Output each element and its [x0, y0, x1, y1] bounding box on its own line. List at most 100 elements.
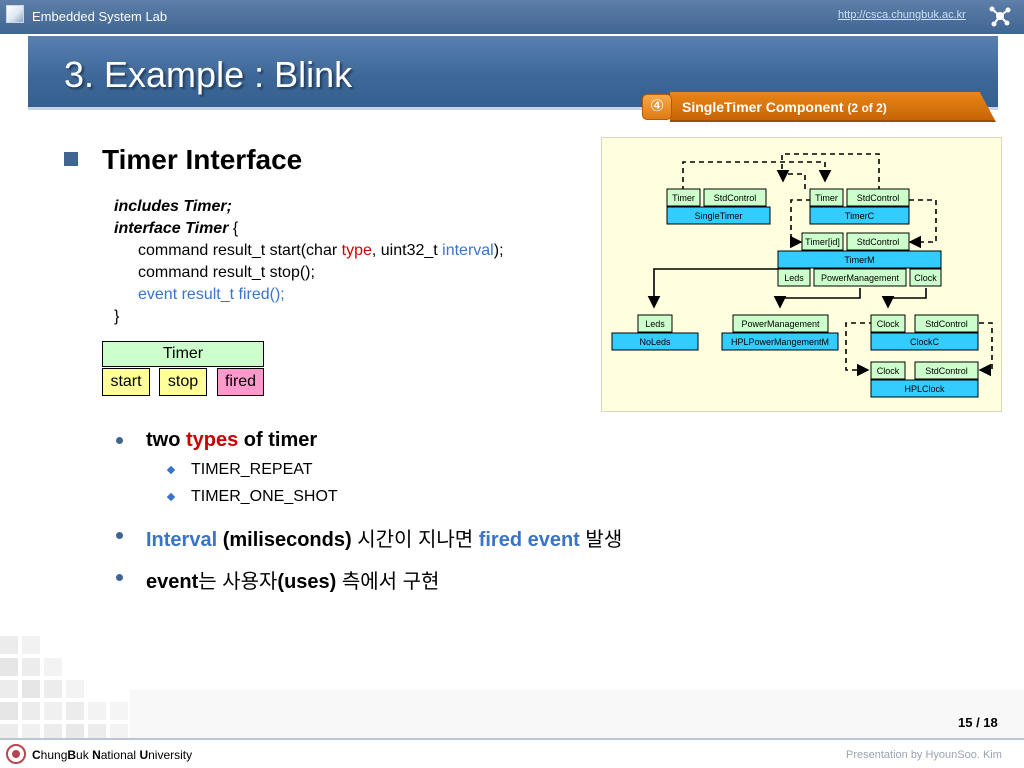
uni-b: B — [67, 748, 77, 762]
component-wiring-svg: Timer StdControl SingleTimer Timer StdCo… — [611, 153, 993, 398]
code-line-5: event result_t fired(); — [138, 286, 285, 303]
bullet-dot-icon — [116, 532, 123, 539]
hplpower-component: HPLPowerMangementM — [731, 337, 829, 347]
slide-title: 3. Example : Blink — [64, 54, 353, 95]
code-interface-keyword: interface Timer — [114, 220, 229, 237]
code-interval-param: interval — [442, 242, 494, 259]
timerm-component: TimerM — [844, 255, 874, 265]
footer-divider — [0, 738, 1024, 740]
noleds-leds-port: Leds — [645, 319, 665, 329]
wire-power — [773, 288, 861, 309]
bullet-dot-icon — [116, 574, 123, 581]
wire-clockc-stdcontrol — [978, 322, 993, 377]
b3-event: event — [146, 571, 199, 593]
wire-stdcontrol-top — [781, 153, 880, 189]
sub-bullet-repeat: TIMER_REPEAT — [191, 461, 313, 478]
sub-bullet-one-shot: TIMER_ONE_SHOT — [191, 488, 338, 505]
uni-n: N — [92, 748, 101, 762]
b1-text-b: of timer — [238, 429, 318, 451]
code-line-4: command result_t stop(); — [138, 264, 315, 281]
hplclock-clock-port: Clock — [877, 366, 900, 376]
timer-interface-header: Timer — [102, 341, 264, 367]
noleds-component: NoLeds — [639, 337, 671, 347]
section-heading: Timer Interface — [102, 144, 303, 175]
clockc-component: ClockC — [910, 337, 940, 347]
title-band: 3. Example : Blink — [28, 36, 998, 110]
wire-clock — [881, 288, 927, 309]
uni-niversity: niversity — [148, 748, 193, 762]
background-mosaic — [0, 636, 1024, 738]
uni-c: C — [32, 748, 41, 762]
presenter-credit: Presentation by HyounSoo. Kim — [846, 749, 1002, 761]
b3-ko: 는 사용자 — [198, 571, 278, 593]
subtitle-part: (2 of 2) — [847, 101, 887, 115]
diamond-bullet-icon — [166, 492, 176, 502]
bullet-timer-types: two types of timer — [146, 429, 317, 452]
timerm-clock-port: Clock — [914, 273, 937, 283]
b1-text-a: two — [146, 429, 186, 451]
lab-logo-icon — [6, 5, 24, 23]
wire-leds — [647, 268, 778, 309]
code-line-3: command result_t start(char type, uint32… — [114, 240, 504, 262]
code-brace-open: { — [228, 220, 239, 237]
interface-code: includes Timer; interface Timer { comman… — [114, 196, 504, 328]
timerc-timer-port: Timer — [815, 193, 838, 203]
b3-uses: (uses) — [277, 571, 337, 593]
clockc-stdcontrol-port: StdControl — [925, 319, 968, 329]
timerc-stdcontrol-port: StdControl — [857, 193, 900, 203]
hplclock-stdcontrol-port: StdControl — [925, 366, 968, 376]
hplpower-power-port: PowerManagement — [741, 319, 820, 329]
timer-fired-event: fired — [217, 368, 264, 396]
uni-ational: ational — [100, 748, 140, 762]
university-seal-icon — [6, 744, 26, 764]
timerm-leds-port: Leds — [784, 273, 804, 283]
university-name: ChungBuk National University — [32, 748, 192, 762]
singletimer-timer-port: Timer — [672, 193, 695, 203]
code-line-2: interface Timer { — [114, 218, 504, 240]
clockc-clock-port: Clock — [877, 319, 900, 329]
b2-interval: Interval — [146, 529, 218, 551]
hplclock-component: HPLClock — [904, 384, 945, 394]
subtitle-tab: ④ SingleTimer Component (2 of 2) — [640, 90, 1002, 124]
code-start-c: ); — [493, 242, 504, 259]
code-line-6: } — [114, 308, 120, 325]
wire-clockc-clock — [845, 322, 874, 377]
timer-start-command: start — [102, 368, 150, 396]
code-start-b: , uint32_t — [371, 242, 443, 259]
page-number: 15 / 18 — [958, 715, 998, 730]
lab-url-link[interactable]: http://csca.chungbuk.ac.kr — [838, 9, 966, 21]
bullet-interval: Interval (miliseconds) 시간이 지나면 fired eve… — [146, 523, 622, 552]
code-type-param: type — [341, 242, 372, 259]
uni-uk: uk — [76, 748, 93, 762]
b1-types: types — [186, 429, 239, 451]
code-line-1: includes Timer; — [114, 198, 232, 215]
subtitle-main: SingleTimer Component — [682, 99, 844, 115]
timerc-component: TimerC — [845, 211, 875, 221]
timer-stop-command: stop — [159, 368, 207, 396]
subtitle-text: SingleTimer Component (2 of 2) — [682, 99, 887, 115]
timerm-timerid-port: Timer[id] — [805, 237, 840, 247]
b2-ko2: 발생 — [579, 529, 623, 551]
code-start-a: command result_t start(char — [138, 242, 342, 259]
bullet-dot-icon — [116, 437, 123, 444]
top-bar: Embedded System Lab http://csca.chungbuk… — [0, 0, 1024, 34]
wire-stdcontrol-single — [776, 169, 806, 189]
uni-u: U — [139, 748, 149, 762]
b3-ko2: 측에서 구현 — [336, 571, 440, 593]
lab-name: Embedded System Lab — [32, 9, 168, 24]
b2-ms: (miliseconds) — [217, 529, 358, 551]
component-diagram: Timer StdControl SingleTimer Timer StdCo… — [601, 137, 1002, 412]
wire-timerc-stdcontrol — [908, 199, 937, 249]
diamond-bullet-icon — [166, 465, 176, 475]
singletimer-stdcontrol-port: StdControl — [714, 193, 757, 203]
subtitle-tab-body — [670, 92, 996, 122]
wire-singletimer-timer — [682, 161, 832, 191]
section-number-badge: ④ — [642, 94, 672, 120]
uni-hung: hung — [40, 748, 68, 762]
network-icon — [989, 6, 1011, 27]
b2-fired-event: fired event — [478, 529, 580, 551]
timerm-stdcontrol-port: StdControl — [857, 237, 900, 247]
wire-timerc-timerid — [789, 199, 820, 249]
timerm-power-port: PowerManagement — [821, 273, 900, 283]
bullet-event-uses: event는 사용자(uses) 측에서 구현 — [146, 565, 439, 594]
